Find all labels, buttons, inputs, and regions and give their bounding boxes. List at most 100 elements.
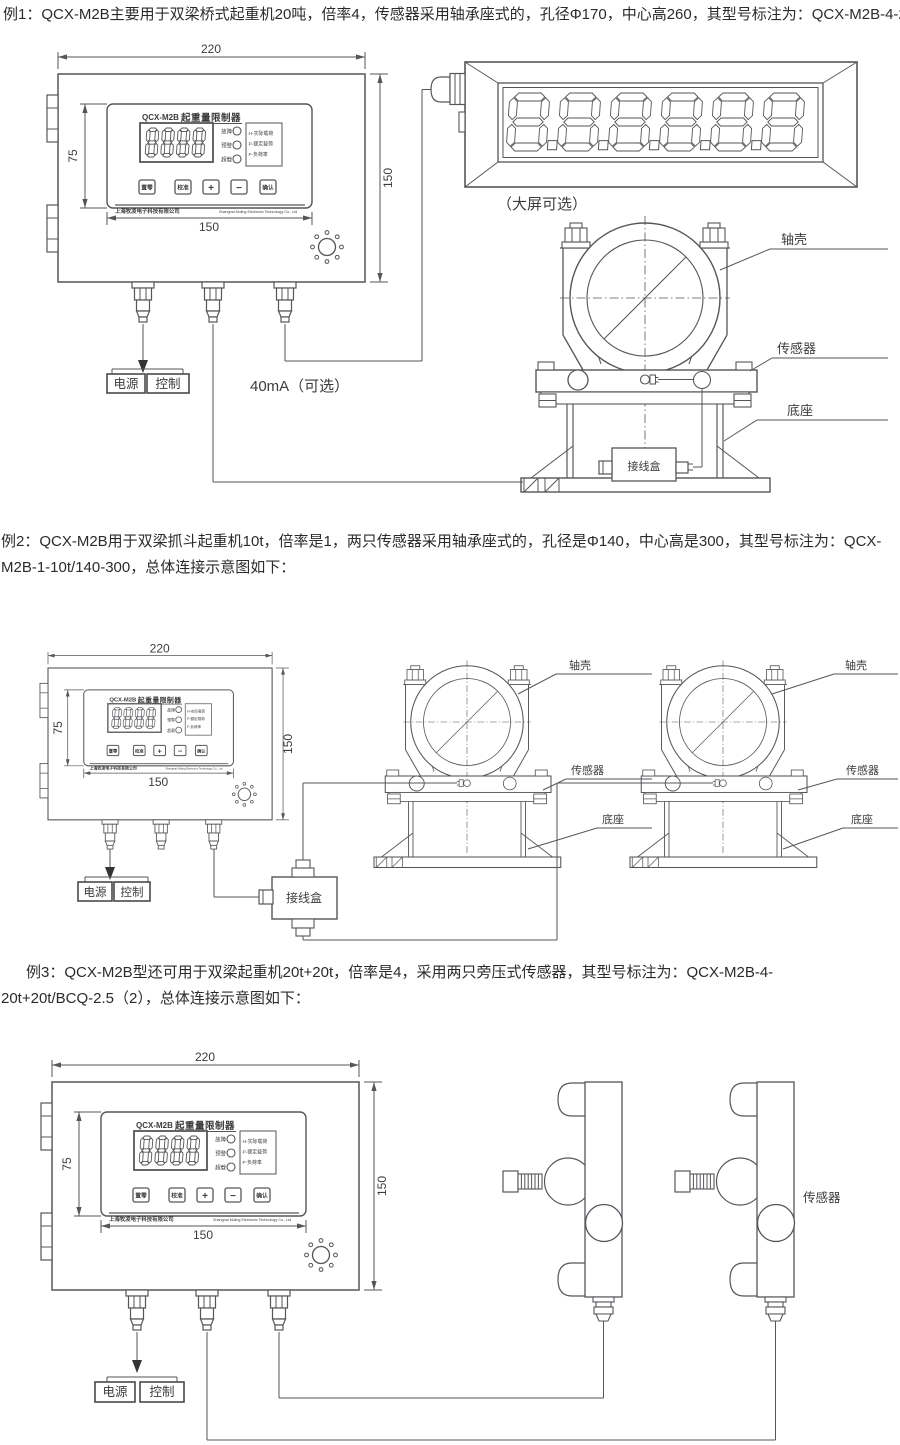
segment: [162, 1150, 168, 1164]
rect: [199, 1307, 215, 1320]
plug-cap: [430, 76, 451, 103]
led-indicator: [232, 140, 242, 150]
rect: [702, 227, 726, 243]
line: [822, 61, 858, 84]
segment: [173, 1135, 183, 1140]
segment: [124, 716, 132, 720]
circle: [311, 1245, 331, 1265]
segment: [151, 718, 156, 728]
segment: [717, 92, 750, 102]
dim-width-220: 220: [201, 42, 221, 56]
segment: [539, 97, 550, 121]
label-40ma-optional: 40mA（可选）: [250, 378, 349, 395]
arrowhead: [138, 360, 148, 373]
company-name-en: Shanghai Muling Electronic Technology Co…: [166, 766, 224, 770]
rect: [714, 779, 720, 787]
bearing-sensor-assembly: [629, 660, 818, 869]
segment: [170, 1137, 176, 1151]
device-model: QCX-M2B: [142, 113, 179, 122]
example1-intro-line: 例1：QCX-M2B主要用于双梁桥式起重机20吨，倍率4，传感器采用轴承座式的，…: [3, 6, 900, 23]
rect: [790, 769, 804, 777]
segment: [175, 142, 181, 156]
arrowhead: [281, 668, 285, 675]
shape: [271, 1318, 287, 1326]
line: [647, 856, 659, 868]
segment: [176, 129, 182, 143]
arrowhead: [48, 653, 55, 658]
rect: [267, 1289, 291, 1297]
segment: [710, 123, 721, 147]
segment: [147, 1150, 153, 1164]
cable-gland: [195, 1289, 219, 1331]
button: [138, 179, 156, 195]
rect: [197, 1295, 217, 1309]
rect: [271, 1307, 287, 1320]
arrowhead: [132, 1360, 142, 1373]
legend-box: [245, 122, 283, 167]
segment: [184, 142, 190, 156]
rect: [766, 669, 784, 681]
line: [661, 749, 677, 777]
circle: [318, 1267, 324, 1272]
led-label: 预警: [167, 718, 175, 723]
arrowhead: [105, 867, 115, 880]
rect: [152, 819, 170, 825]
mounting-tab: [46, 94, 59, 143]
led-indicator: [232, 154, 242, 164]
segment: [122, 718, 127, 728]
segment: [161, 129, 167, 143]
arrowhead: [83, 771, 91, 776]
rect: [125, 1289, 149, 1297]
shape: [129, 1318, 145, 1326]
circle: [334, 234, 340, 240]
segment: [558, 97, 569, 121]
junction-box: [598, 379, 703, 482]
circle: [328, 1242, 334, 1248]
segment: [608, 123, 619, 147]
button-label: +: [158, 746, 162, 755]
circle: [242, 803, 247, 807]
rect: [274, 1324, 284, 1331]
line: [381, 832, 414, 858]
shape: [135, 310, 151, 318]
button-label: 置零: [135, 1192, 147, 1200]
label-power: 电源: [113, 377, 139, 391]
line: [523, 477, 539, 493]
arrowhead: [76, 1207, 82, 1216]
rect: [592, 1296, 615, 1303]
line: [637, 832, 670, 858]
segment: [153, 142, 159, 156]
bolt: [763, 665, 786, 685]
plate-hole: [692, 370, 712, 390]
rect: [569, 222, 583, 229]
label-junction-box: 接线盒: [628, 459, 661, 473]
shape: [205, 310, 221, 318]
led-label: 超载: [221, 156, 232, 164]
segment: [192, 129, 198, 143]
segment: [169, 129, 175, 143]
arrowhead: [107, 215, 116, 221]
legend-line: P-额定载荷: [187, 716, 205, 721]
legend-line: H-实际载荷: [187, 709, 205, 714]
segment: [163, 140, 173, 145]
segment: [148, 1137, 154, 1151]
dim-panel-75: 75: [66, 149, 80, 163]
label-sensor: 传感器: [846, 764, 879, 777]
button: [168, 1187, 186, 1203]
circle: [314, 254, 320, 260]
segment: [614, 117, 646, 127]
example3-intro-line1: 例3：QCX-M2B型还可用于双梁起重机20t+20t，倍率是4，采用两只旁压式…: [26, 964, 774, 981]
segment: [189, 1135, 199, 1140]
control-box: [139, 1381, 185, 1403]
decimal-point: [546, 140, 558, 151]
speaker-grille: [310, 230, 344, 264]
arrowhead: [371, 1082, 377, 1091]
segment: [148, 707, 155, 711]
bolt: [699, 222, 729, 249]
segment: [641, 97, 652, 121]
rect: [277, 299, 293, 312]
circle: [333, 1252, 338, 1258]
segment: [152, 708, 157, 718]
